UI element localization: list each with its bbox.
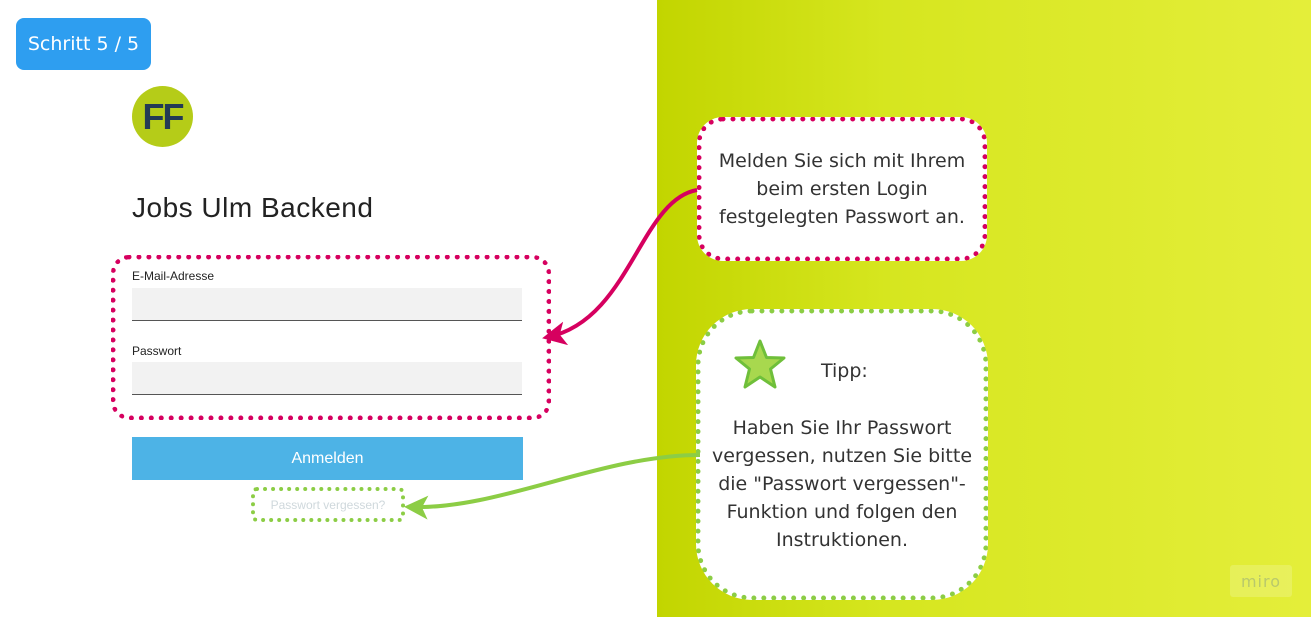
tip-note: Tipp: Haben Sie Ihr Passwort vergessen, …: [696, 309, 988, 600]
tip-title: Tipp:: [821, 360, 868, 382]
tip-text: Haben Sie Ihr Passwort vergessen, nutzen…: [711, 417, 973, 551]
star-icon: [734, 339, 786, 389]
forgot-password-highlight: Passwort vergessen?: [251, 487, 405, 522]
password-label: Passwort: [132, 344, 182, 358]
login-button[interactable]: Anmelden: [132, 437, 523, 480]
step-badge: Schritt 5 / 5: [16, 18, 151, 70]
page-title: Jobs Ulm Backend: [132, 192, 374, 223]
miro-watermark: miro: [1230, 565, 1292, 597]
password-field[interactable]: [132, 362, 522, 395]
email-field[interactable]: [132, 288, 522, 321]
logo-text: FF: [142, 95, 185, 137]
login-hint-note: Melden Sie sich mit Ihrem beim ersten Lo…: [697, 117, 987, 261]
email-label: E-Mail-Adresse: [132, 269, 215, 283]
forgot-password-link[interactable]: Passwort vergessen?: [270, 497, 386, 512]
logo: FF: [132, 86, 193, 147]
login-hint-text: Melden Sie sich mit Ihrem beim ersten Lo…: [718, 150, 966, 228]
